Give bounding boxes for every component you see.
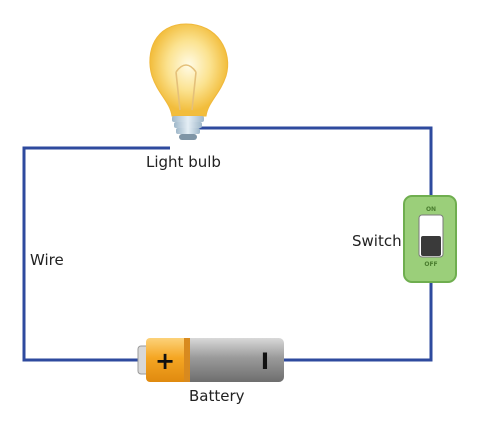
wire-right-segment <box>282 281 433 362</box>
wire-left-segment <box>22 146 170 362</box>
switch-on-text: ON <box>426 206 436 213</box>
light-bulb-icon <box>149 23 229 140</box>
switch-toggle[interactable] <box>421 236 441 256</box>
light-bulb-label: Light bulb <box>146 153 221 171</box>
battery-positive-symbol: + <box>155 347 175 375</box>
battery-negative-symbol: I <box>261 350 269 375</box>
switch-off-text: OFF <box>424 261 437 268</box>
wire <box>22 126 433 362</box>
battery-label: Battery <box>189 387 245 405</box>
switch-label: Switch <box>352 232 402 250</box>
wire-top-segment <box>198 126 433 197</box>
switch-icon[interactable]: ON OFF <box>403 195 457 283</box>
wire-label: Wire <box>30 251 64 269</box>
battery-icon: + I <box>137 338 284 382</box>
